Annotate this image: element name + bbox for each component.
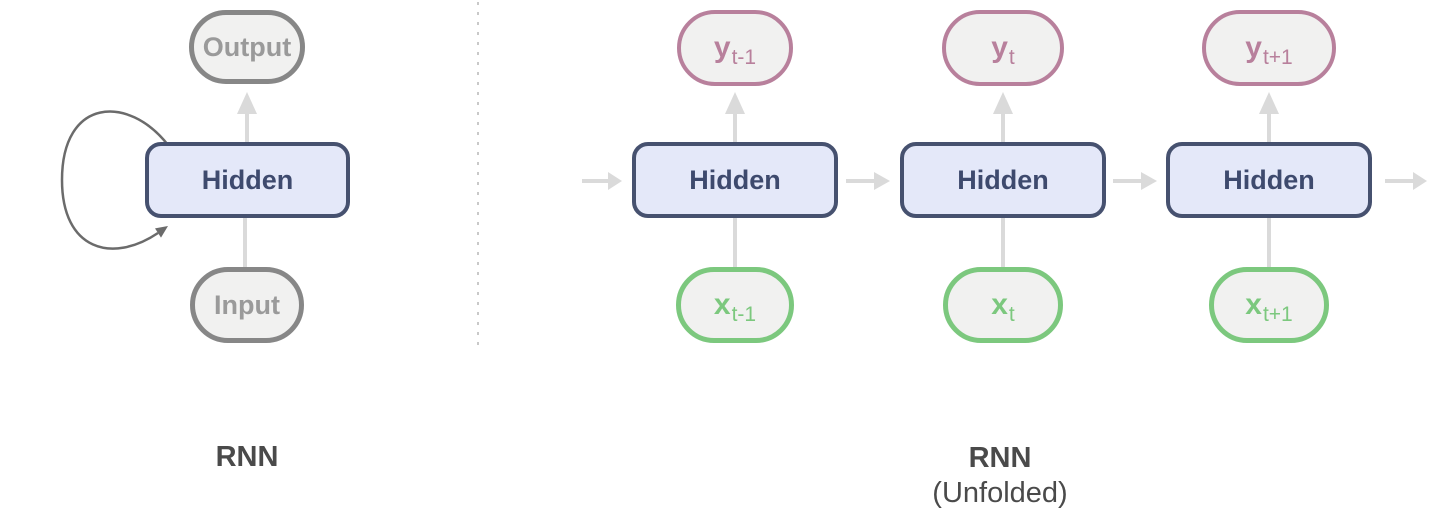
x-subscript-t-1: t-1: [731, 302, 757, 326]
state-in-arrow: [582, 172, 622, 190]
x-label-t1: x: [1245, 288, 1262, 321]
hidden-label-t-1: Hidden: [689, 164, 781, 195]
y-subscript-t1: t+1: [1262, 45, 1293, 69]
y-label-t: y: [991, 31, 1008, 64]
hidden-to-y-arrow-t: [993, 92, 1013, 142]
hidden-label-t: Hidden: [957, 164, 1049, 195]
x-label-t-1: x: [713, 288, 731, 321]
right-caption-title: RNN: [968, 442, 1032, 474]
x-label-t: x: [991, 288, 1008, 321]
right-caption-subtitle: (Unfolded): [932, 477, 1068, 509]
left-caption-title: RNN: [215, 441, 279, 473]
x-subscript-t1: t+1: [1262, 302, 1293, 326]
y-label-t1: y: [1245, 31, 1262, 64]
hidden-node-t-1: Hidden: [632, 142, 838, 218]
y-label-t-1: y: [713, 31, 731, 64]
hidden-node-t: Hidden: [900, 142, 1106, 218]
state-arrow-t-1-to-t: [846, 172, 890, 190]
input-node: Input: [190, 267, 304, 343]
hidden-to-y-arrow-t1: [1259, 92, 1279, 142]
input-label: Input: [214, 289, 280, 320]
x-subscript-t: t: [1008, 302, 1015, 326]
hidden-node: Hidden: [145, 142, 350, 218]
left-caption: RNN: [147, 440, 347, 475]
output-label: Output: [202, 31, 292, 62]
hidden-label-t1: Hidden: [1223, 164, 1315, 195]
hidden-node-t1: Hidden: [1166, 142, 1372, 218]
hidden-to-y-arrow-t-1: [725, 92, 745, 142]
y-subscript-t: t: [1008, 45, 1015, 69]
hidden-label: Hidden: [201, 164, 294, 195]
right-caption: RNN (Unfolded): [880, 441, 1120, 511]
state-out-arrow: [1385, 172, 1427, 190]
state-arrow-t-to-t1: [1113, 172, 1157, 190]
output-node: Output: [189, 10, 305, 84]
y-subscript-t-1: t-1: [731, 45, 757, 69]
recurrent-loop-arrow: [60, 110, 169, 250]
hidden-to-output-arrow: [237, 92, 257, 142]
